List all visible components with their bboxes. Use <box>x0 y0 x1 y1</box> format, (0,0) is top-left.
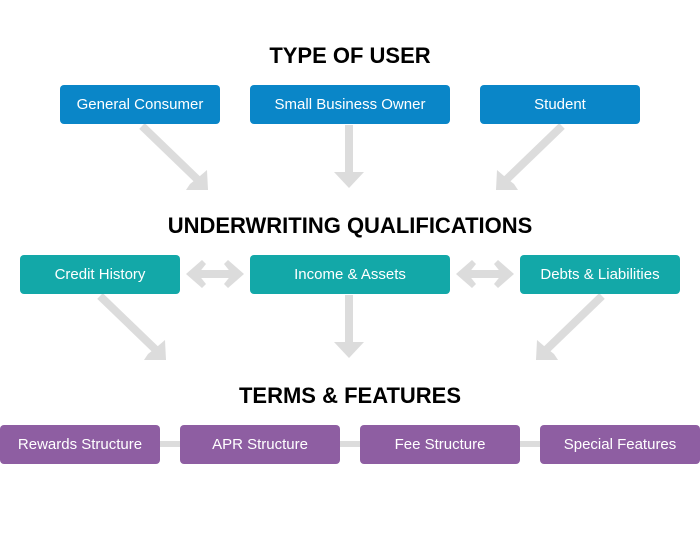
node-general-consumer[interactable]: General Consumer <box>60 85 220 124</box>
node-apr-structure[interactable]: APR Structure <box>180 425 340 464</box>
connector-apr-fee <box>340 441 360 447</box>
arrow-general-consumer-to-underwriting <box>139 123 208 190</box>
heading-terms-features: TERMS & FEATURES <box>238 383 462 408</box>
arrow-small-business-to-underwriting <box>334 125 364 188</box>
node-credit-history[interactable]: Credit History <box>20 255 180 294</box>
connector-fee-special <box>520 441 540 447</box>
arrow-credit-history-to-terms <box>97 293 166 360</box>
node-debts-liabilities[interactable]: Debts & Liabilities <box>520 255 680 294</box>
arrow-student-to-underwriting <box>496 123 565 190</box>
node-special-features[interactable]: Special Features <box>540 425 700 464</box>
node-rewards-structure[interactable]: Rewards Structure <box>0 425 160 464</box>
node-income-assets[interactable]: Income & Assets <box>250 255 450 294</box>
node-fee-structure[interactable]: Fee Structure <box>360 425 520 464</box>
heading-type-of-user: TYPE OF USER <box>269 43 431 68</box>
arrow-debts-liabilities-to-terms <box>536 293 605 360</box>
heading-underwriting-qualifications: UNDERWRITING QUALIFICATIONS <box>167 213 533 238</box>
arrow-income-assets-to-terms <box>334 295 364 358</box>
double-arrow-income-debts <box>456 260 514 288</box>
node-small-business-owner[interactable]: Small Business Owner <box>250 85 450 124</box>
double-arrow-credit-income <box>186 260 244 288</box>
connector-rewards-apr <box>160 441 180 447</box>
node-student[interactable]: Student <box>480 85 640 124</box>
